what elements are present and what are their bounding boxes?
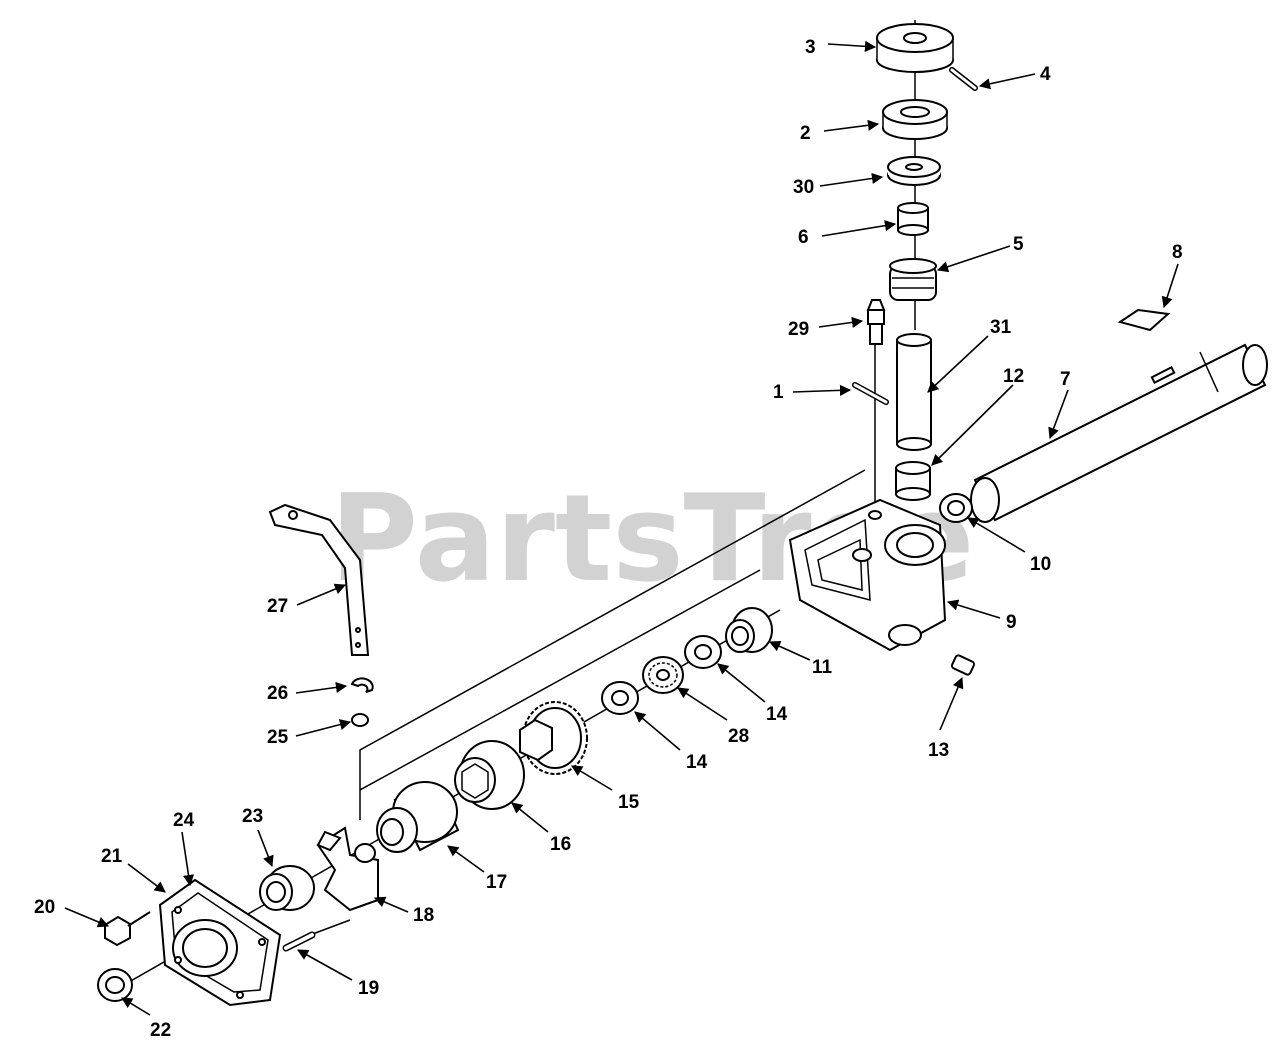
grease-fitting-part-29[interactable] — [866, 299, 886, 345]
callout-27: 27 — [267, 596, 288, 617]
callout-14-lower: 14 — [686, 752, 708, 773]
bevel-gear-part-17[interactable] — [376, 781, 460, 853]
washer-part-30[interactable] — [887, 156, 941, 186]
callout-31: 31 — [990, 317, 1012, 338]
pulley-part-3[interactable] — [876, 23, 954, 73]
callout-22: 22 — [150, 1020, 171, 1041]
washer-part-25[interactable] — [351, 713, 369, 727]
bearing-part-2[interactable] — [882, 99, 948, 140]
callout-13: 13 — [928, 740, 949, 761]
key-part-8[interactable] — [1117, 308, 1171, 332]
callout-24: 24 — [173, 810, 195, 831]
e-clip-part-26[interactable] — [350, 677, 374, 693]
seal-part-5[interactable] — [889, 258, 937, 301]
callout-3: 3 — [805, 37, 816, 58]
callout-25: 25 — [267, 727, 289, 748]
callout-5: 5 — [1013, 234, 1024, 255]
axle-shaft-part-7[interactable] — [970, 343, 1268, 523]
callout-2: 2 — [800, 123, 811, 144]
thrust-bearing-part-28[interactable] — [642, 656, 684, 694]
callout-23: 23 — [242, 806, 263, 827]
callout-8: 8 — [1172, 242, 1183, 263]
bushing-part-23[interactable] — [259, 865, 315, 911]
callout-18: 18 — [413, 905, 434, 926]
callout-9: 9 — [1006, 612, 1017, 633]
bushing-part-6[interactable] — [897, 202, 929, 236]
callout-16: 16 — [550, 834, 571, 855]
shift-lever-part-27[interactable] — [268, 503, 370, 656]
callout-21: 21 — [101, 846, 123, 867]
callout-17: 17 — [486, 872, 507, 893]
washer-part-14-lower[interactable] — [601, 681, 639, 715]
callout-10: 10 — [1030, 554, 1051, 575]
callout-29: 29 — [788, 319, 809, 340]
callout-labels: 3 4 2 30 6 5 8 29 31 1 12 7 10 9 27 11 1… — [34, 37, 1183, 1041]
callout-19: 19 — [358, 978, 379, 999]
gear-part-15[interactable] — [519, 701, 588, 775]
callout-12: 12 — [1003, 366, 1024, 387]
callout-1: 1 — [773, 382, 784, 403]
bolt-part-20[interactable] — [104, 911, 151, 947]
cover-plate-part-24[interactable] — [158, 878, 282, 1007]
callout-20: 20 — [34, 897, 55, 918]
washer-part-10[interactable] — [939, 493, 973, 523]
leader-arrows — [64, 40, 1179, 1016]
set-screw-part-13[interactable] — [950, 654, 976, 676]
callout-7: 7 — [1060, 369, 1071, 390]
callout-30: 30 — [793, 177, 814, 198]
clutch-collar-part-16[interactable] — [454, 740, 525, 810]
callout-4: 4 — [1040, 64, 1051, 85]
shaft-part-31[interactable] — [896, 333, 932, 451]
bushing-part-11[interactable] — [725, 607, 773, 653]
callout-11: 11 — [812, 657, 833, 678]
gear-housing-part-9[interactable] — [788, 498, 947, 652]
callout-26: 26 — [267, 683, 288, 704]
callout-14-upper: 14 — [766, 704, 788, 725]
callout-28: 28 — [728, 726, 749, 747]
washer-part-14-upper[interactable] — [684, 635, 722, 669]
callout-6: 6 — [798, 227, 809, 248]
seal-part-22[interactable] — [97, 968, 133, 1002]
callout-15: 15 — [618, 792, 640, 813]
needle-bearing-part-12[interactable] — [895, 461, 931, 501]
